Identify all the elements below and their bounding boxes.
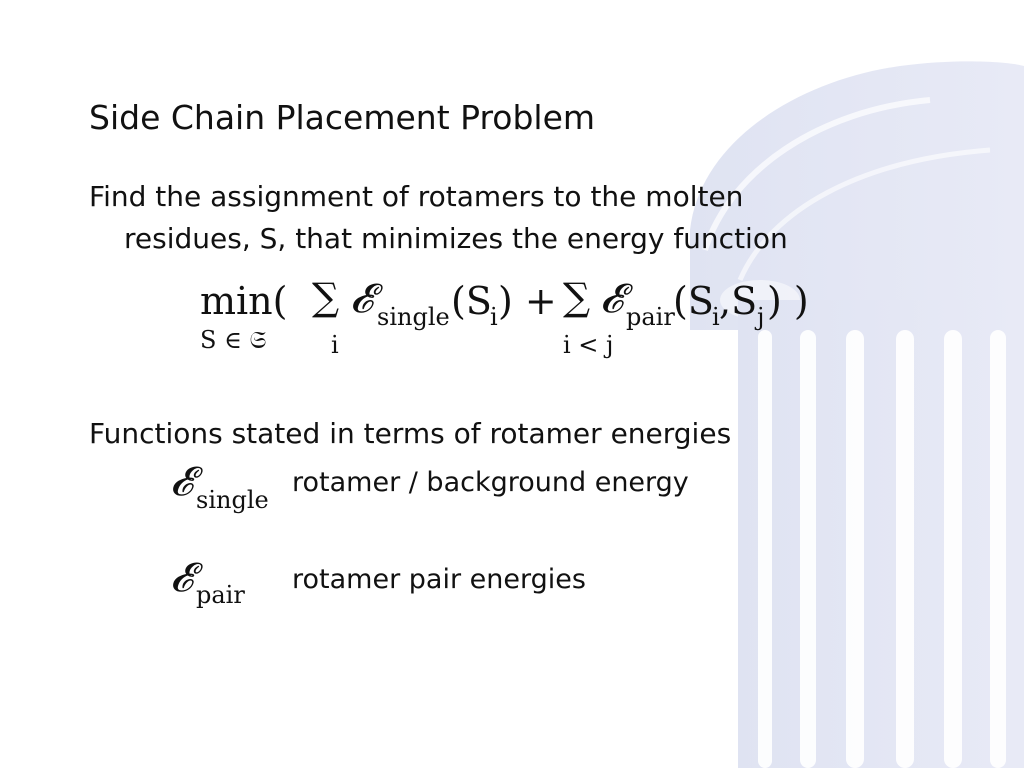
formula-energy-2-subscript: pair [626,303,675,331]
functions-text: Functions stated in terms of rotamer ene… [89,417,732,450]
formula-args-1-subscript: i [490,303,498,331]
pair-energy-description: rotamer pair energies [292,564,586,595]
formula-args-2a: (S [673,279,714,323]
find-text-line-2: residues, S, that minimizes the energy f… [124,222,788,255]
formula-sum-2: ∑ [563,275,591,319]
formula-energy-symbol-1: 𝓔 [350,276,373,322]
formula-args-2b: ,S [719,279,758,323]
formula-args-1: (S [451,279,492,323]
find-text-line-1: Find the assignment of rotamers to the m… [89,180,744,213]
pair-energy-subscript: pair [196,581,245,609]
single-energy-description: rotamer / background energy [292,467,689,498]
formula-min-subscript: S ∈ 𝔖 [200,326,267,354]
formula-energy-1-subscript: single [377,303,450,331]
formula-args-2b-subscript: j [757,303,765,331]
pair-energy-symbol: 𝓔 [170,555,193,601]
formula-sum-1: ∑ [312,275,340,319]
formula-sum-2-subscript: i < j [563,331,614,359]
slide-title: Side Chain Placement Problem [89,98,596,137]
formula-energy-symbol-2: 𝓔 [600,276,623,322]
single-energy-symbol: 𝓔 [170,459,193,505]
formula-args-2-close: ) ) [767,279,809,323]
formula-args-2a-subscript: i [712,303,720,331]
formula-sum-1-subscript: i [331,331,339,359]
formula-min: min( [200,279,288,323]
single-energy-subscript: single [196,486,269,514]
formula-args-1-close: ) + [498,279,557,323]
